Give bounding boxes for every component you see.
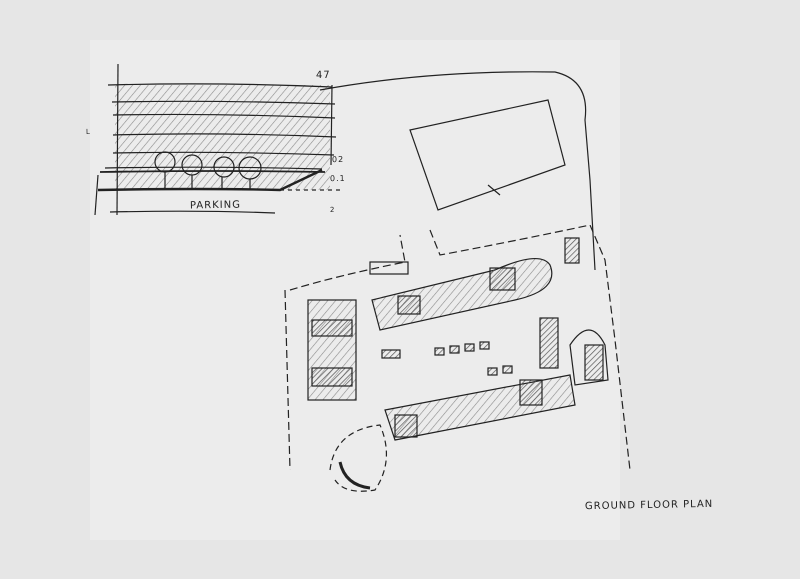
level-side-label: L — [85, 127, 91, 137]
level-bottom-label: 2 — [329, 205, 336, 215]
ground-floor-plan — [284, 224, 631, 492]
level-low-label: 0.1 — [329, 173, 346, 184]
site-outline — [319, 71, 596, 271]
section-label-parking: PARKING — [189, 199, 242, 212]
level-top-label: 47 — [315, 69, 331, 82]
plan-title: GROUND FLOOR PLAN — [584, 498, 714, 513]
section-drawing — [94, 63, 340, 216]
level-mid-label: 02 — [331, 154, 345, 165]
